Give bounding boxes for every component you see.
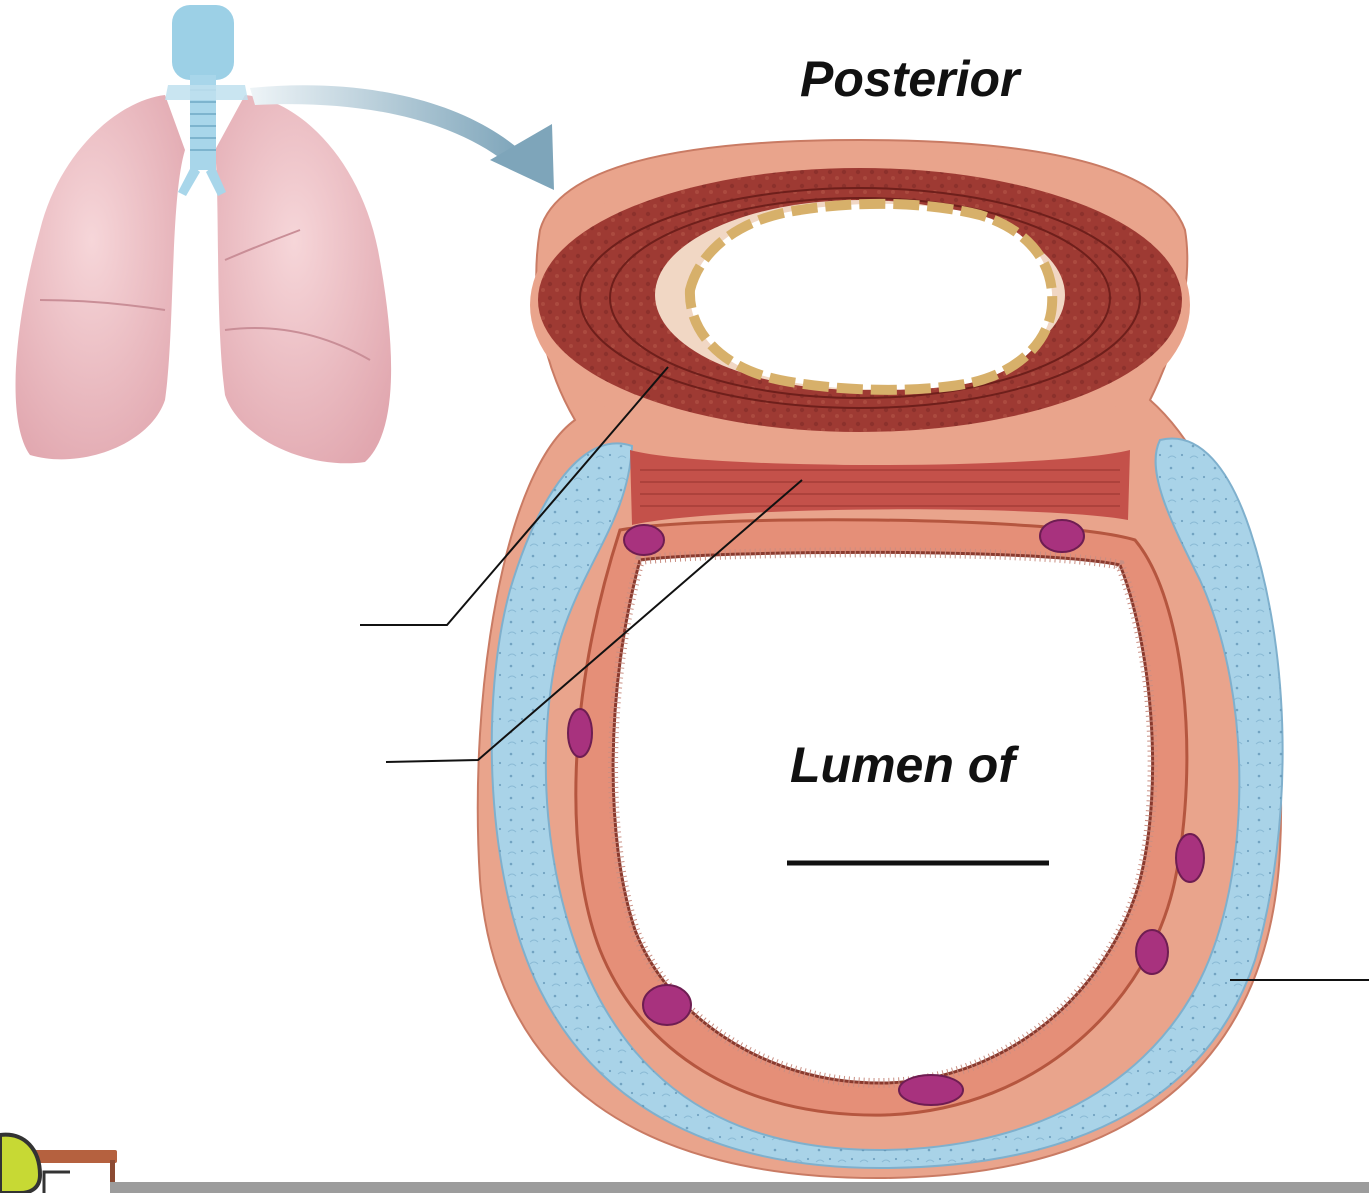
posterior-label: Posterior (800, 54, 1020, 104)
right-lung (215, 95, 391, 463)
trachea-cross-section (478, 140, 1283, 1178)
lumen-label: Lumen of (790, 740, 1015, 790)
section-plane (165, 85, 248, 100)
corner-logo-icon (0, 1135, 117, 1193)
esophagus (530, 145, 1190, 465)
larynx (172, 5, 234, 80)
esophageal-lumen (690, 204, 1052, 390)
footer-bar (110, 1182, 1369, 1193)
lungs-trachea-icon (16, 5, 392, 463)
left-lung (16, 95, 185, 459)
